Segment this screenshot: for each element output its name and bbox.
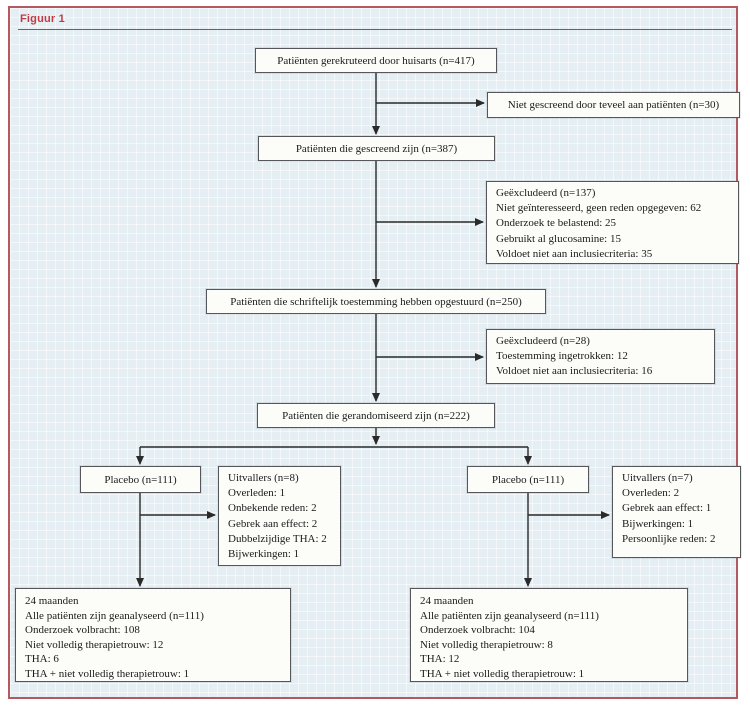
box-line: Gebrek aan effect: 1	[622, 502, 712, 515]
node-not-screened-label: Niet gescreend door teveel aan patiënten…	[507, 99, 720, 111]
box-line: Onbekende reden: 2	[228, 502, 317, 515]
box-line: Niet geïnteresseerd, geen reden opgegeve…	[496, 202, 702, 215]
box-line: Overleden: 1	[228, 487, 286, 500]
node-randomized-label: Patiënten die gerandomiseerd zijn (n=222…	[282, 409, 470, 422]
node-dropouts-left: Uitvallers (n=8) Overleden: 1 Onbekende …	[218, 466, 341, 566]
box-line: Onderzoek volbracht: 108	[25, 624, 140, 636]
box-line: THA + niet volledig therapietrouw: 1	[420, 667, 585, 680]
node-outcome-left: 24 maanden Alle patiënten zijn geanalyse…	[15, 588, 291, 682]
figure-label: Figuur 1	[20, 13, 65, 25]
box-line: Alle patiënten zijn geanalyseerd (n=111)	[420, 609, 599, 622]
box-line: Overleden: 2	[622, 487, 680, 500]
box-line: Persoonlijke reden: 2	[622, 532, 716, 545]
box-line: THA: 12	[420, 653, 460, 665]
box-line: 24 maanden	[420, 595, 474, 607]
node-excluded-137: Geëxcludeerd (n=137) Niet geïnteresseerd…	[486, 181, 739, 264]
node-outcome-right: 24 maanden Alle patiënten zijn geanalyse…	[410, 588, 688, 682]
box-line: THA + niet volledig therapietrouw: 1	[25, 667, 190, 680]
box-line: Bijwerkingen: 1	[228, 548, 300, 561]
node-dropouts-right: Uitvallers (n=7) Overleden: 2 Gebrek aan…	[612, 466, 741, 558]
node-placebo-left: Placebo (n=111)	[80, 466, 201, 493]
box-line: Uitvallers (n=7)	[622, 472, 693, 484]
box-line: Gebruikt al glucosamine: 15	[496, 232, 621, 245]
box-line: Geëxcludeerd (n=137)	[496, 187, 596, 199]
box-line: Bijwerkingen: 1	[622, 517, 694, 530]
node-placebo-right: Placebo (n=111)	[467, 466, 589, 493]
node-consent-label: Patiënten die schriftelijk toestemming h…	[230, 295, 522, 308]
box-line: Toestemming ingetrokken: 12	[496, 350, 628, 363]
box-line: THA: 6	[25, 653, 59, 665]
box-line: Uitvallers (n=8)	[228, 472, 299, 484]
box-line: Onderzoek te belastend: 25	[496, 217, 617, 230]
node-placebo-right-label: Placebo (n=111)	[491, 473, 565, 486]
figure-label-rule	[18, 29, 732, 30]
box-line: Niet volledig therapietrouw: 12	[25, 638, 164, 651]
node-consent: Patiënten die schriftelijk toestemming h…	[206, 289, 546, 314]
node-excluded-28: Geëxcludeerd (n=28) Toestemming ingetrok…	[486, 329, 715, 384]
node-not-screened: Niet gescreend door teveel aan patiënten…	[487, 92, 740, 118]
box-line: Voldoet niet aan inclusiecriteria: 35	[496, 247, 653, 260]
node-recruited-label: Patiënten gerekruteerd door huisarts (n=…	[277, 54, 475, 67]
box-line: Geëxcludeerd (n=28)	[496, 335, 590, 347]
box-line: Onderzoek volbracht: 104	[420, 624, 535, 636]
box-line: Niet volledig therapietrouw: 8	[420, 638, 553, 651]
box-line: Voldoet niet aan inclusiecriteria: 16	[496, 365, 653, 378]
node-screened: Patiënten die gescreend zijn (n=387)	[258, 136, 495, 161]
node-screened-label: Patiënten die gescreend zijn (n=387)	[295, 142, 458, 155]
box-line: Gebrek aan effect: 2	[228, 517, 318, 530]
box-line: Alle patiënten zijn geanalyseerd (n=111)	[25, 609, 204, 622]
box-line: Dubbelzijdige THA: 2	[228, 532, 327, 545]
box-line: 24 maanden	[25, 595, 79, 607]
node-randomized: Patiënten die gerandomiseerd zijn (n=222…	[257, 403, 495, 428]
node-placebo-left-label: Placebo (n=111)	[104, 473, 177, 486]
node-recruited: Patiënten gerekruteerd door huisarts (n=…	[255, 48, 497, 73]
